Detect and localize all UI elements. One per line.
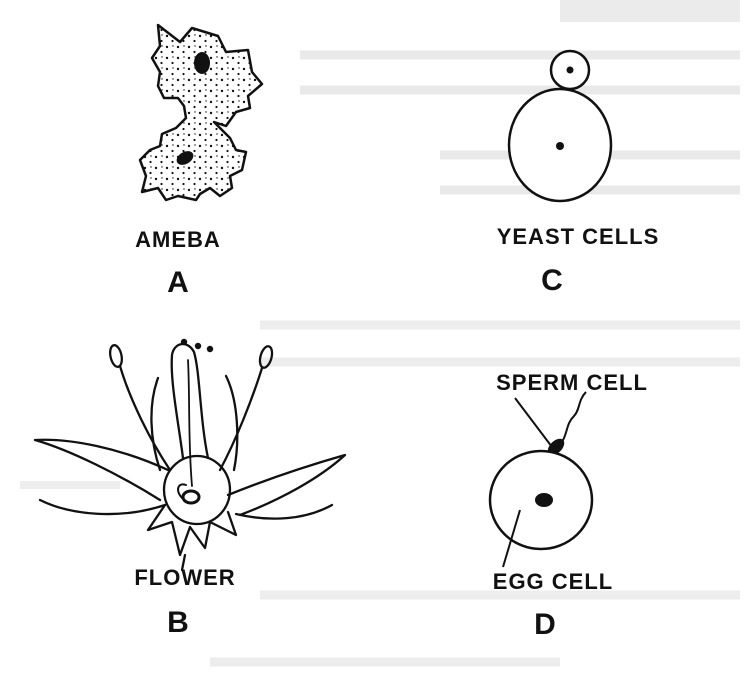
flower-stem: [180, 553, 187, 572]
flower-petal-right-lower: [234, 503, 334, 520]
caption-yeast-cells: YEAST CELLS: [497, 224, 660, 249]
caption-flower: FLOWER: [134, 565, 235, 590]
flower-pollen-tube: [187, 359, 193, 487]
flower-anther-right: [258, 345, 274, 369]
ameba-body: [138, 23, 264, 202]
pollen-grains: [180, 338, 214, 353]
yeast-bud-nucleus: [566, 66, 574, 74]
egg-cell-pointer-line: [502, 509, 521, 568]
flower-petal-left-lower: [38, 498, 167, 516]
panel-letter-d: D: [534, 608, 556, 641]
flower-ovule: [181, 489, 201, 505]
sperm-tail: [561, 391, 587, 443]
label-sperm-cell: SPERM CELL: [496, 370, 648, 395]
flower-stamen-right: [218, 366, 264, 472]
flower-pistil: [170, 342, 210, 460]
panel-b-flower: [33, 338, 347, 572]
flower-stamen-left: [118, 364, 172, 472]
flower-sepals: [146, 503, 238, 557]
flower-petal-left: [33, 438, 170, 502]
bleed-through-texture: [20, 0, 740, 667]
ameba-nucleus-upper: [194, 52, 210, 74]
flower-inner-petal-right: [224, 374, 239, 472]
sperm-cell-pointer-line: [514, 397, 553, 448]
ameba-nucleus-lower: [176, 151, 194, 165]
egg-nucleus: [535, 493, 553, 507]
flower-inner-petal-left: [150, 376, 162, 472]
panel-letter-b: B: [167, 606, 189, 639]
yeast-mother-nucleus: [556, 142, 564, 150]
panel-letter-c: C: [541, 264, 563, 297]
panel-a-ameba: AMEBA A: [135, 23, 264, 299]
flower-anther-left: [109, 344, 123, 368]
flower-ovule-stalk: [177, 483, 187, 499]
panel-d-fertilization: SPERM CELL EGG CELL D: [488, 370, 648, 641]
caption-ameba: AMEBA: [135, 227, 221, 252]
flower-petal-right: [226, 453, 347, 517]
panel-c-yeast: YEAST CELLS C: [497, 49, 660, 297]
panel-letter-a: A: [167, 266, 189, 299]
caption-egg-cell: EGG CELL: [493, 569, 613, 594]
flower-ovary: [162, 454, 232, 526]
